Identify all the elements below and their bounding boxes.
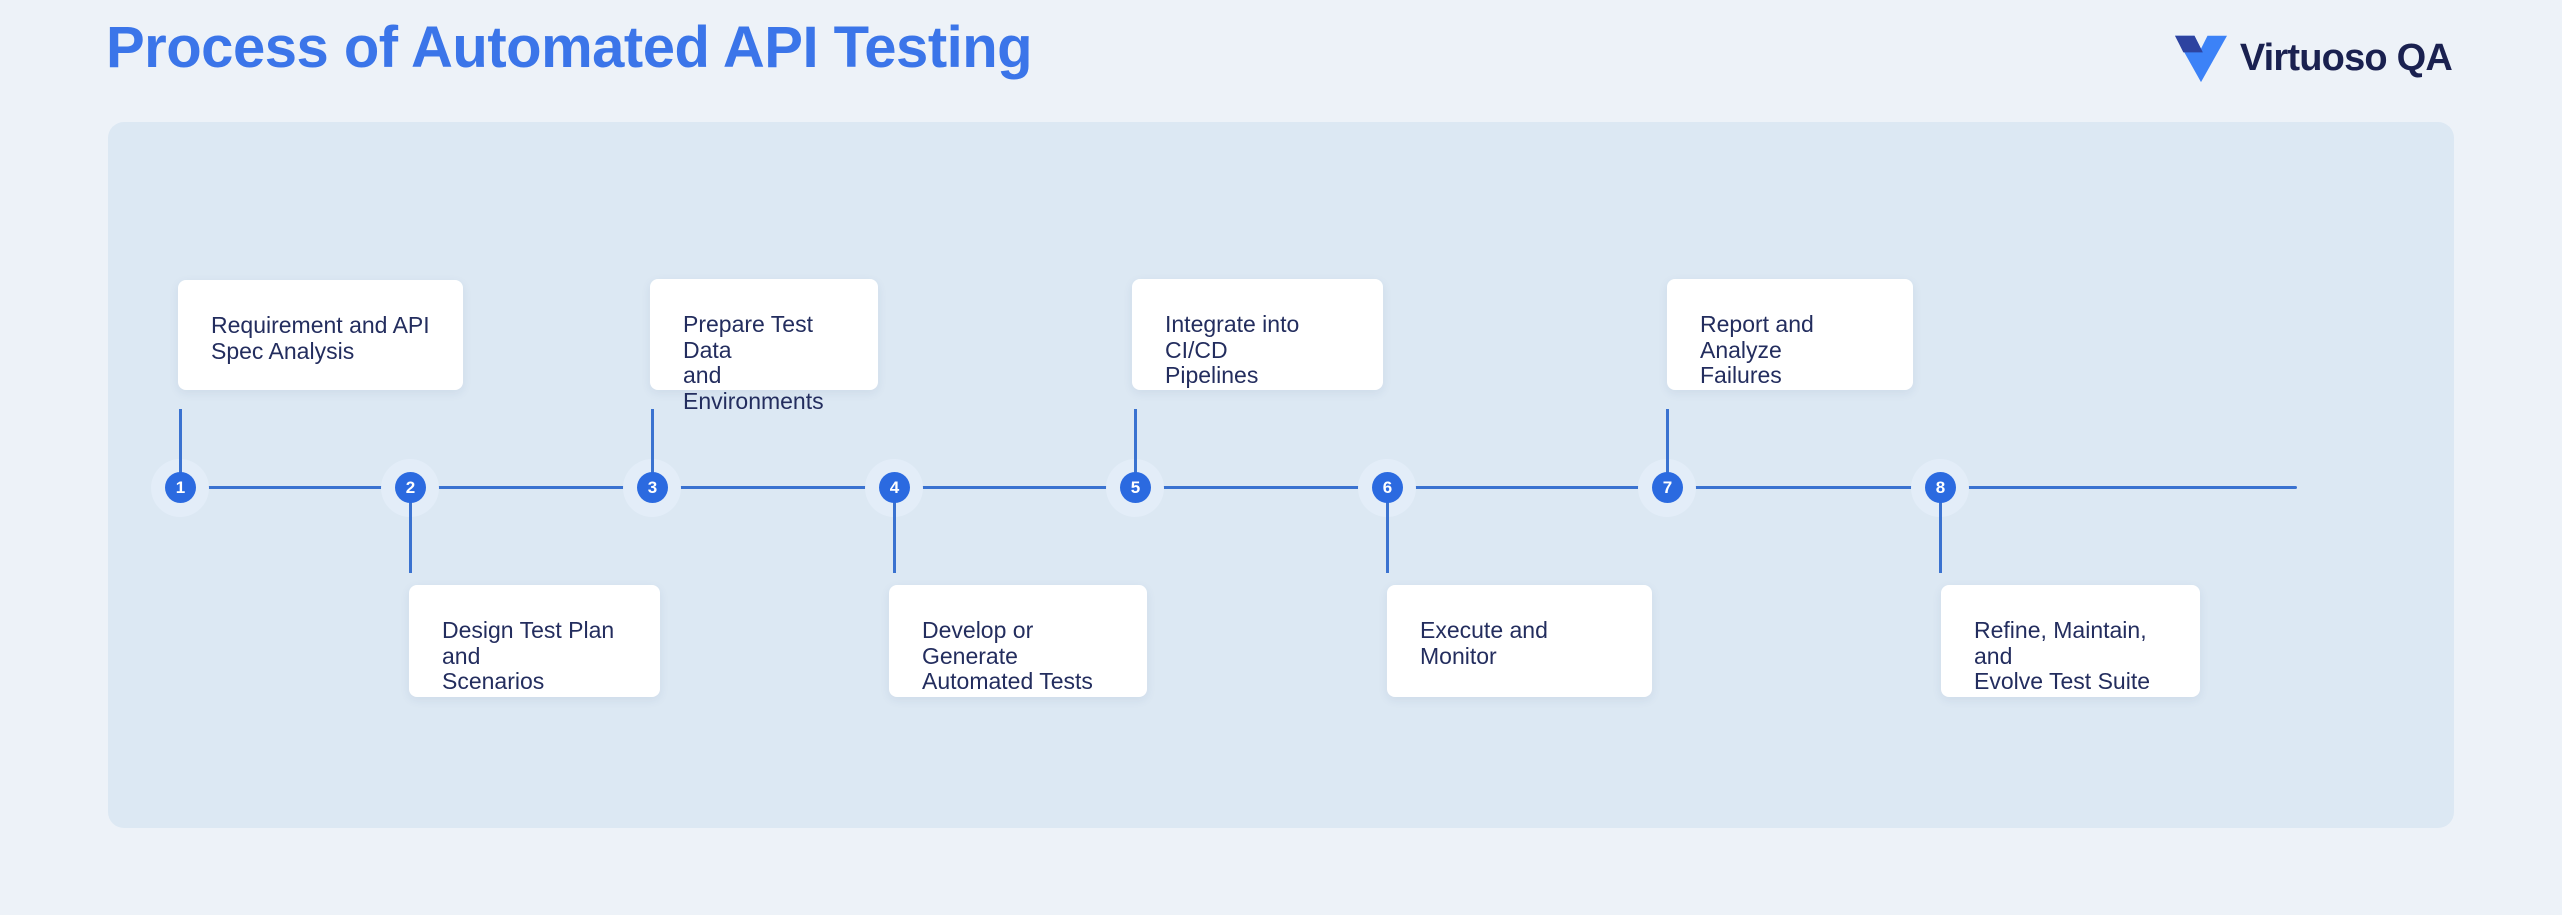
step-node-1: 1 — [165, 472, 196, 503]
timeline-line — [180, 486, 2297, 489]
step-card-4: Develop or Generate Automated Tests — [889, 585, 1147, 697]
connector-7 — [1666, 409, 1669, 488]
step-node-3: 3 — [637, 472, 668, 503]
step-card-7: Report and Analyze Failures — [1667, 279, 1913, 390]
connector-3 — [651, 409, 654, 488]
step-card-6: Execute and Monitor — [1387, 585, 1652, 697]
step-node-5: 5 — [1120, 472, 1151, 503]
diagram-panel — [108, 122, 2454, 828]
step-card-1: Requirement and API Spec Analysis — [178, 280, 463, 390]
step-node-4: 4 — [879, 472, 910, 503]
step-card-2: Design Test Plan and Scenarios — [409, 585, 660, 697]
step-card-8: Refine, Maintain, and Evolve Test Suite — [1941, 585, 2200, 697]
step-card-5: Integrate into CI/CD Pipelines — [1132, 279, 1383, 390]
connector-8 — [1939, 488, 1942, 573]
connector-4 — [893, 488, 896, 573]
connector-5 — [1134, 409, 1137, 488]
step-card-3: Prepare Test Data and Environments — [650, 279, 878, 413]
connector-6 — [1386, 488, 1389, 573]
step-node-2: 2 — [395, 472, 426, 503]
step-node-8: 8 — [1925, 472, 1956, 503]
step-node-6: 6 — [1372, 472, 1403, 503]
virtuoso-qa-logo: Virtuoso QA — [2174, 30, 2453, 86]
virtuoso-v-icon — [2174, 35, 2227, 83]
brand-name: Virtuoso QA — [2239, 37, 2453, 79]
step-node-7: 7 — [1652, 472, 1683, 503]
page-title: Process of Automated API Testing — [106, 15, 1033, 80]
connector-2 — [409, 488, 412, 573]
connector-1 — [179, 409, 182, 488]
